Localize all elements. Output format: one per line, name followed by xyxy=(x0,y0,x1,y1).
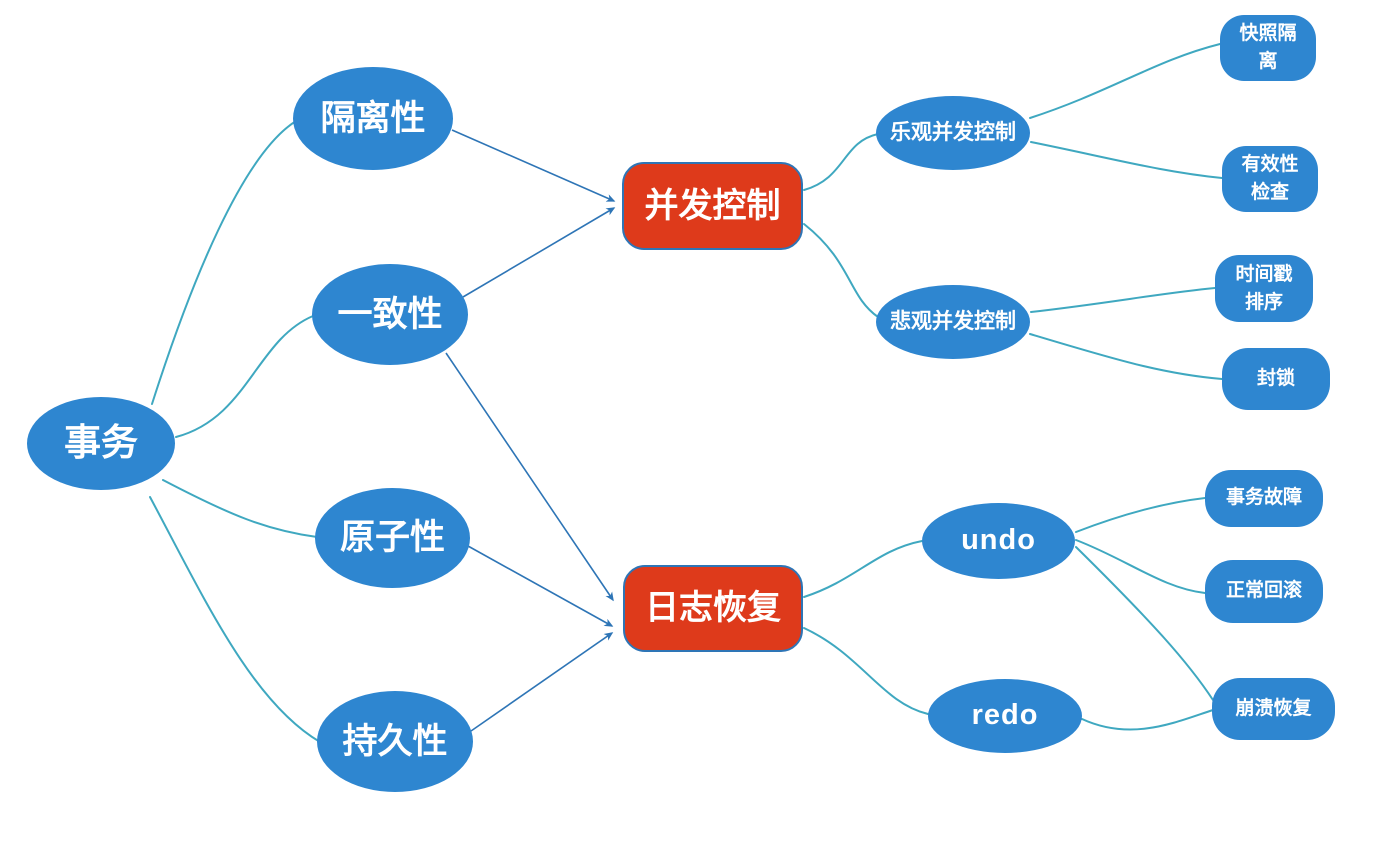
node-locking[interactable]: 封锁 xyxy=(1222,348,1330,410)
edge-log-redo xyxy=(803,627,929,715)
arrow-edge-group xyxy=(445,129,616,732)
edge-optimistic-validity xyxy=(1030,141,1223,179)
node-log-recovery-label: 日志恢复 xyxy=(645,589,781,628)
node-transaction[interactable]: 事务 xyxy=(27,397,175,490)
node-consistency-label: 一致性 xyxy=(337,294,443,334)
node-durability-label: 持久性 xyxy=(342,721,448,761)
edge-redo-crash-recovery xyxy=(1081,709,1214,731)
node-durability[interactable]: 持久性 xyxy=(317,691,473,792)
curve-edge-group xyxy=(149,43,1223,743)
node-redo-label: redo xyxy=(971,699,1039,732)
node-timestamp-ordering[interactable]: 时间戳排序 xyxy=(1215,255,1313,322)
node-atomicity[interactable]: 原子性 xyxy=(315,488,470,588)
edge-optimistic-snapshot xyxy=(1029,43,1221,119)
arrow-consistency-concurrency xyxy=(462,207,616,298)
node-consistency[interactable]: 一致性 xyxy=(312,264,468,365)
node-atomicity-label: 原子性 xyxy=(339,518,445,558)
edge-root-atomicity xyxy=(162,479,318,538)
arrow-isolation-concurrency xyxy=(451,129,616,202)
node-optimistic-label: 乐观并发控制 xyxy=(890,121,1016,145)
node-isolation-label: 隔离性 xyxy=(320,98,426,138)
edge-root-consistency xyxy=(175,315,314,438)
node-timestamp-ordering-label: 时间戳排序 xyxy=(1235,263,1293,313)
node-undo[interactable]: undo xyxy=(922,503,1075,579)
node-concurrency-control[interactable]: 并发控制 xyxy=(622,162,803,250)
edge-concurrency-optimistic xyxy=(803,133,879,191)
node-transaction-label: 事务 xyxy=(64,422,138,464)
node-concurrency-control-label: 并发控制 xyxy=(644,186,781,225)
node-redo[interactable]: redo xyxy=(928,679,1082,753)
node-normal-rollback[interactable]: 正常回滚 xyxy=(1205,560,1323,623)
node-optimistic-concurrency-control[interactable]: 乐观并发控制 xyxy=(876,96,1030,170)
node-isolation[interactable]: 隔离性 xyxy=(293,67,453,170)
arrow-durability-log xyxy=(470,632,614,732)
node-validity-check[interactable]: 有效性检查 xyxy=(1222,146,1318,212)
node-transaction-failure[interactable]: 事务故障 xyxy=(1205,470,1323,527)
node-pessimistic-concurrency-control[interactable]: 悲观并发控制 xyxy=(876,285,1030,359)
edge-log-undo xyxy=(803,540,923,598)
node-normal-rollback-label: 正常回滚 xyxy=(1225,580,1302,602)
edge-pessimistic-timestamp xyxy=(1030,287,1216,313)
node-log-recovery[interactable]: 日志恢复 xyxy=(623,565,803,652)
edge-concurrency-pessimistic xyxy=(803,223,879,318)
edge-undo-normal-rollback xyxy=(1075,539,1206,594)
node-locking-label: 封锁 xyxy=(1256,367,1295,389)
arrow-consistency-log xyxy=(445,352,614,602)
arrow-atomicity-log xyxy=(467,545,614,627)
node-undo-label: undo xyxy=(961,524,1036,557)
node-snapshot-isolation[interactable]: 快照隔离 xyxy=(1220,15,1316,81)
edge-undo-crash-recovery xyxy=(1075,546,1214,701)
edge-root-isolation xyxy=(151,120,297,405)
node-validity-check-label: 有效性检查 xyxy=(1241,154,1299,203)
node-crash-recovery[interactable]: 崩溃恢复 xyxy=(1212,678,1335,740)
edge-undo-transaction-failure xyxy=(1075,497,1206,533)
node-snapshot-isolation-label: 快照隔离 xyxy=(1239,23,1297,72)
edge-root-durability xyxy=(149,496,321,743)
node-pessimistic-label: 悲观并发控制 xyxy=(890,310,1016,334)
edge-pessimistic-locking xyxy=(1029,333,1223,380)
node-transaction-failure-label: 事务故障 xyxy=(1225,487,1302,509)
node-crash-recovery-label: 崩溃恢复 xyxy=(1235,697,1312,719)
